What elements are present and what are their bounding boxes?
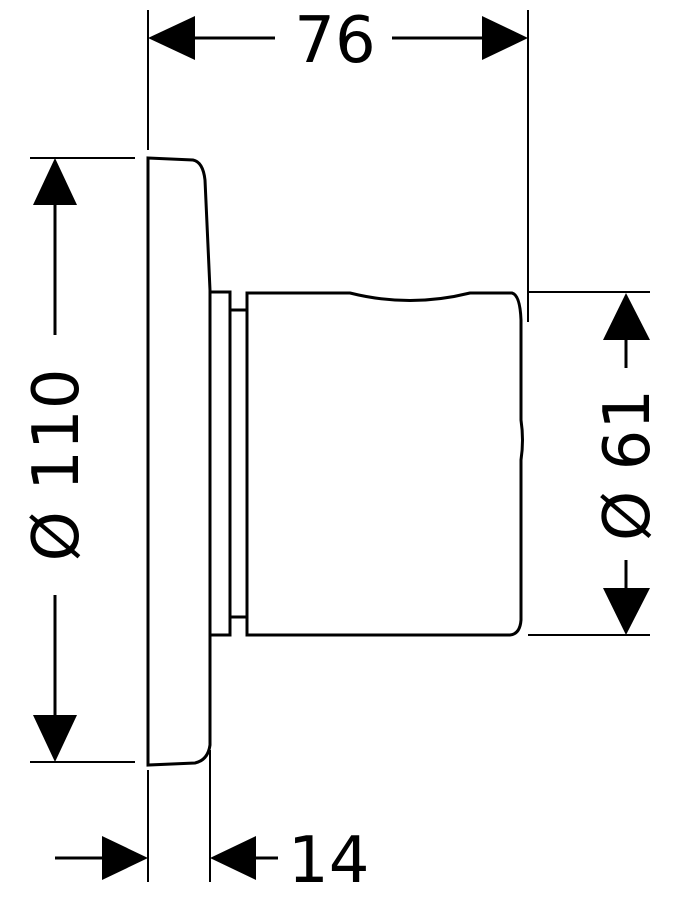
- wall-plate: [146, 156, 212, 767]
- dimension-76: 76: [147, 4, 529, 322]
- dimension-110: Ø 110: [20, 157, 135, 763]
- dimension-14: 14: [55, 750, 369, 898]
- ring-inner: [230, 308, 247, 619]
- ring: [208, 290, 232, 637]
- dimension-label-61: Ø 61: [591, 389, 665, 541]
- dimension-label-14: 14: [288, 824, 369, 898]
- dimension-61: Ø 61: [528, 291, 665, 636]
- handle: [245, 291, 524, 637]
- dimension-label-76: 76: [294, 4, 375, 78]
- dimension-label-110: Ø 110: [20, 369, 94, 562]
